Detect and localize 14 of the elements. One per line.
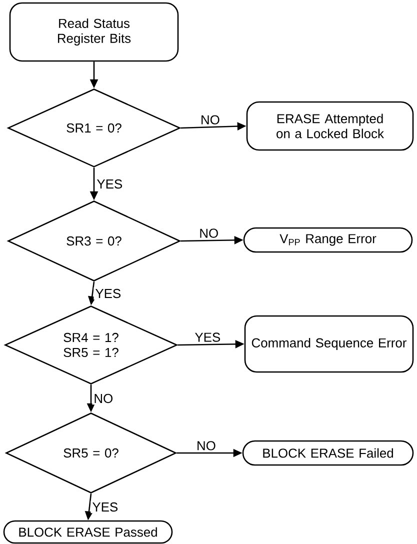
process-box: V$_{PP}$ Range Error	[243, 227, 413, 253]
process-box: Command Sequence Error	[244, 315, 414, 373]
edge-label: NO	[199, 114, 222, 126]
edge-label: YES	[90, 500, 120, 514]
process-box: BLOCK ERASE Passed	[3, 520, 173, 544]
edge-label: YES	[95, 178, 124, 190]
edge-label: NO	[92, 392, 115, 405]
edge-label: NO	[198, 227, 220, 240]
edge-label: NO	[195, 440, 218, 452]
edge-label: YES	[193, 331, 222, 344]
process-box: ERASE Attempted on a Locked Block	[246, 101, 414, 151]
edge-label: YES	[94, 287, 123, 300]
process-box: BLOCK ERASE Failed	[242, 440, 414, 466]
process-box: Read Status Register Bits	[9, 2, 179, 62]
